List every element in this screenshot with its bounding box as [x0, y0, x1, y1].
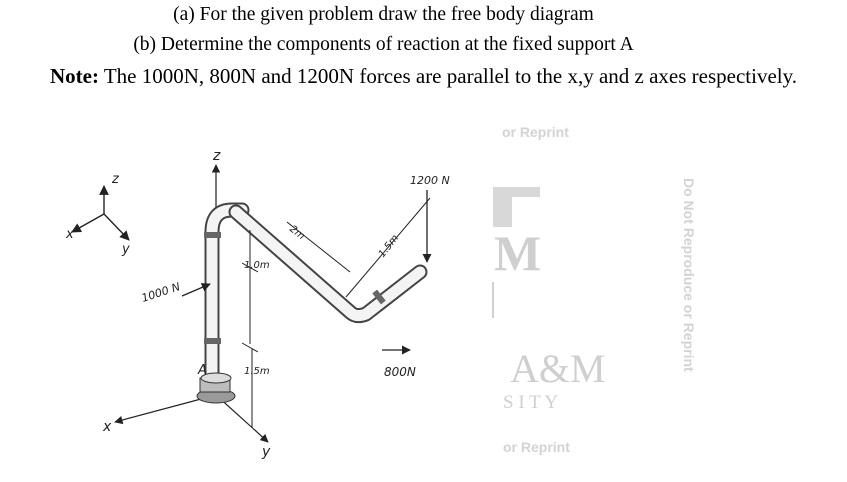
watermark-logo-block — [493, 187, 540, 227]
watermark-logo-letter: M — [494, 225, 541, 281]
y-axis-label: y — [261, 444, 271, 460]
force-1000-arrow — [181, 283, 211, 297]
force-1000-label: 1000 N — [140, 280, 182, 305]
watermark-university: S I T Y — [503, 392, 558, 413]
z-axis-label: z — [212, 148, 221, 164]
problem-part-b: (b) Determine the components of reaction… — [133, 34, 634, 55]
problem-note: Note: The 1000N, 800N and 1200N forces a… — [0, 64, 847, 89]
watermark: or Reprint M A&M S I T Y or Reprint Do N… — [492, 124, 697, 455]
problem-part-a: (a) For the given problem draw the free … — [173, 4, 594, 25]
note-label: Note: — [50, 64, 99, 88]
dimension-3-label: 2m — [287, 224, 307, 243]
dimension-2-label: 1.5m — [244, 366, 270, 377]
watermark-brand: A&M — [510, 346, 606, 391]
force-800-label: 800N — [384, 365, 416, 379]
coordinate-triad — [71, 185, 130, 241]
y-axis-line — [215, 394, 269, 443]
support-label: A — [197, 363, 207, 378]
watermark-reprint-top: or Reprint — [502, 124, 569, 140]
triad-z-label: z — [111, 172, 120, 187]
triad-y-label: y — [121, 242, 130, 257]
note-text: The 1000N, 800N and 1200N forces are par… — [98, 64, 797, 88]
watermark-vertical: Do Not Reproduce or Reprint — [681, 178, 697, 372]
fixed-support-A — [196, 372, 236, 404]
force-1200-label: 1200 N — [410, 174, 450, 187]
pipe — [204, 202, 428, 388]
dimension-1-label: 1.0m — [244, 260, 270, 271]
reference-line — [345, 197, 431, 298]
dimension-lines — [241, 221, 351, 428]
watermark-reprint-bottom: or Reprint — [503, 439, 570, 455]
triad-x-label: x — [65, 227, 74, 242]
x-axis-label: x — [102, 419, 112, 435]
